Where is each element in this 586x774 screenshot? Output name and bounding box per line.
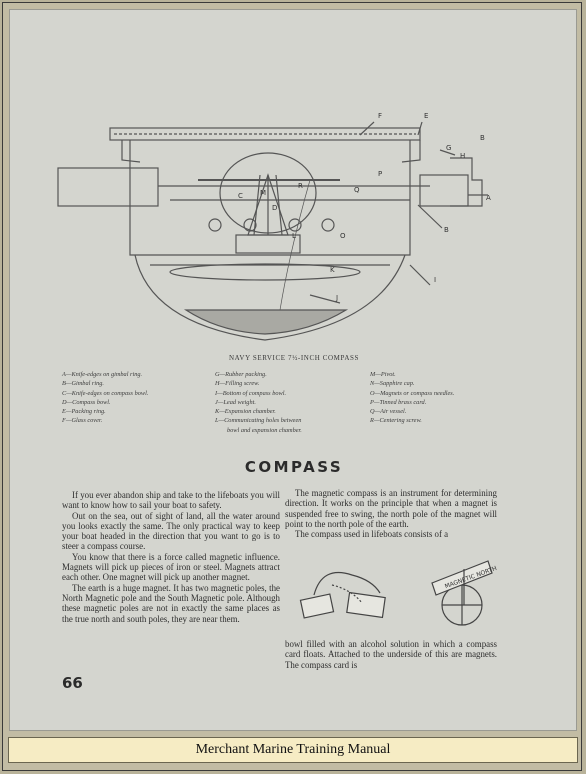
diagram-label: E bbox=[424, 112, 428, 120]
paragraph: The compass used in lifeboats consists o… bbox=[295, 529, 449, 540]
paragraph: Out on the sea, out of sight of land, al… bbox=[62, 510, 280, 552]
magnet-illustration: MAGNETIC NORTH bbox=[299, 560, 498, 626]
paragraph: If you ever abandon ship and take to the… bbox=[62, 490, 280, 511]
legend-item: O—Magnets or compass needles. bbox=[370, 389, 455, 397]
diagram-label: P bbox=[378, 170, 382, 178]
diagram-label: D bbox=[272, 204, 277, 212]
diagram-label: A bbox=[486, 194, 491, 202]
right-column-top-text: The magnetic compass is an instrument fo… bbox=[285, 488, 497, 539]
paragraph: You know that there is a force called ma… bbox=[62, 551, 280, 583]
paragraph: The earth is a huge magnet. It has two m… bbox=[62, 582, 280, 624]
paragraph: bowl filled with an alcohol solution in … bbox=[285, 639, 497, 670]
legend-item: C—Knife-edges on compass bowl. bbox=[62, 389, 149, 397]
legend-item: B—Gimbal ring. bbox=[62, 380, 104, 388]
diagram-caption: NAVY SERVICE 7½-INCH COMPASS bbox=[229, 354, 359, 362]
diagram-label: I bbox=[434, 276, 436, 284]
diagram-label: B bbox=[444, 226, 449, 234]
diagram-label: M bbox=[260, 189, 266, 197]
diagram-label: C bbox=[238, 192, 243, 200]
diagram-label: L bbox=[292, 232, 296, 240]
legend-item: F—Glass cover. bbox=[62, 417, 103, 425]
legend-column-2: G—Rubber packing. H—Filling screw. I—Bot… bbox=[215, 370, 302, 435]
paragraph: The magnetic compass is an instrument fo… bbox=[285, 488, 497, 529]
legend-column-1: A—Knife-edges on gimbal ring. B—Gimbal r… bbox=[62, 370, 148, 426]
diagram-label: R bbox=[298, 182, 303, 190]
legend-item: A—Knife-edges on gimbal ring. bbox=[62, 371, 143, 378]
diagram-label: O bbox=[340, 232, 346, 240]
compass-cross-section-diagram: F E B G H A B C MD L O K I J P Q R bbox=[57, 112, 491, 341]
legend-item: P—Tinned brass card. bbox=[370, 398, 427, 406]
legend-item: H—Filling screw. bbox=[215, 380, 260, 388]
legend-item: R—Centering screw. bbox=[370, 417, 422, 425]
page-number: 66 bbox=[62, 674, 83, 692]
legend-item: D—Compass bowl. bbox=[62, 398, 111, 406]
legend-item: K—Expansion chamber. bbox=[215, 408, 276, 416]
legend-column-3: M—Pivot. N—Sapphire cap. O—Magnets or co… bbox=[370, 370, 454, 426]
footer-title-bar: Merchant Marine Training Manual bbox=[8, 737, 578, 763]
legend-item: L—Communicating holes between bbox=[215, 417, 302, 425]
diagram-label: K bbox=[330, 266, 335, 274]
left-column-text: If you ever abandon ship and take to the… bbox=[62, 490, 280, 624]
legend-item: G—Rubber packing. bbox=[215, 371, 267, 378]
legend-item: M—Pivot. bbox=[370, 371, 396, 378]
right-column-bottom-text: bowl filled with an alcohol solution in … bbox=[285, 639, 497, 670]
legend-item: N—Sapphire cap. bbox=[370, 380, 415, 388]
diagram-label: Q bbox=[354, 186, 360, 194]
diagram-label: G bbox=[446, 144, 451, 152]
diagram-label: H bbox=[460, 152, 465, 160]
legend-item: I—Bottom of compass bowl. bbox=[215, 389, 287, 397]
diagram-label: F bbox=[378, 112, 382, 120]
diagram-label: J bbox=[335, 294, 338, 302]
legend-item: J—Lead weight. bbox=[215, 398, 256, 406]
legend-item: Q—Air vessel. bbox=[370, 408, 407, 416]
legend-item: bowl and expansion chamber. bbox=[227, 426, 302, 434]
section-heading: COMPASS bbox=[244, 458, 344, 476]
legend-item: E—Packing ring. bbox=[62, 408, 106, 416]
diagram-label: B bbox=[480, 134, 485, 142]
